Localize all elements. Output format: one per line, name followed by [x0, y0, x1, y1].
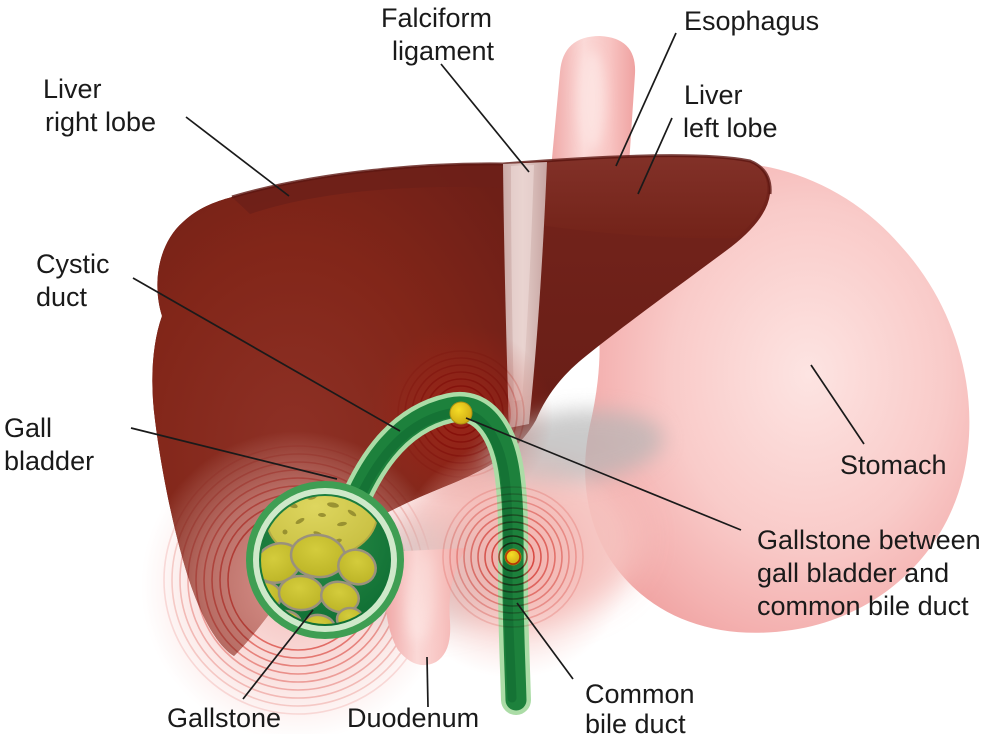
label-falciform-ligament-2: ligament	[392, 36, 495, 66]
label-common-bile-duct: Common	[585, 679, 695, 709]
label-liver-right-lobe: Liver	[43, 74, 102, 104]
label-cystic-duct-2: duct	[36, 282, 88, 312]
label-cystic-duct: Cystic	[36, 249, 110, 279]
leader-duodenum	[426, 656, 429, 708]
gallbladder-shape	[246, 481, 404, 639]
label-gallstone-between-3: common bile duct	[757, 591, 969, 621]
liver-left-lobe-band	[518, 156, 768, 239]
leader-gall-bladder	[130, 427, 338, 480]
label-falciform-ligament: Falciform	[381, 3, 492, 33]
label-esophagus: Esophagus	[684, 6, 819, 36]
leader-lines	[130, 32, 865, 708]
leader-cystic-duct	[132, 277, 401, 432]
label-gall-bladder-2: bladder	[4, 446, 94, 476]
label-common-bile-duct-2: bile duct	[585, 709, 686, 734]
label-gallstone-between: Gallstone between	[757, 525, 981, 555]
label-liver-right-lobe-2: right lobe	[45, 107, 156, 137]
leader-liver-right-lobe	[185, 116, 290, 197]
label-gallstone: Gallstone	[167, 703, 281, 733]
leader-gallstone	[242, 609, 314, 700]
leader-stomach	[810, 364, 865, 445]
leader-common-bile-duct	[516, 602, 574, 680]
gallstone-cystic-duct	[449, 401, 473, 425]
leader-liver-left-lobe	[637, 117, 673, 195]
label-liver-left-lobe: Liver	[684, 80, 743, 110]
label-stomach: Stomach	[840, 450, 947, 480]
label-gall-bladder: Gall	[4, 413, 52, 443]
gallstone-bile-duct	[504, 548, 522, 566]
esophagus-shape	[550, 36, 636, 180]
leader-falciform-ligament	[440, 63, 530, 173]
label-liver-left-lobe-2: left lobe	[683, 113, 778, 143]
label-gallstone-between-2: gall bladder and	[757, 558, 949, 588]
leader-esophagus	[615, 32, 677, 167]
pain-rings-bile-duct	[442, 486, 584, 628]
leader-gallstone-between	[465, 417, 742, 531]
labels: Falciform ligament Esophagus Liver right…	[4, 3, 981, 734]
label-duodenum: Duodenum	[347, 703, 479, 733]
